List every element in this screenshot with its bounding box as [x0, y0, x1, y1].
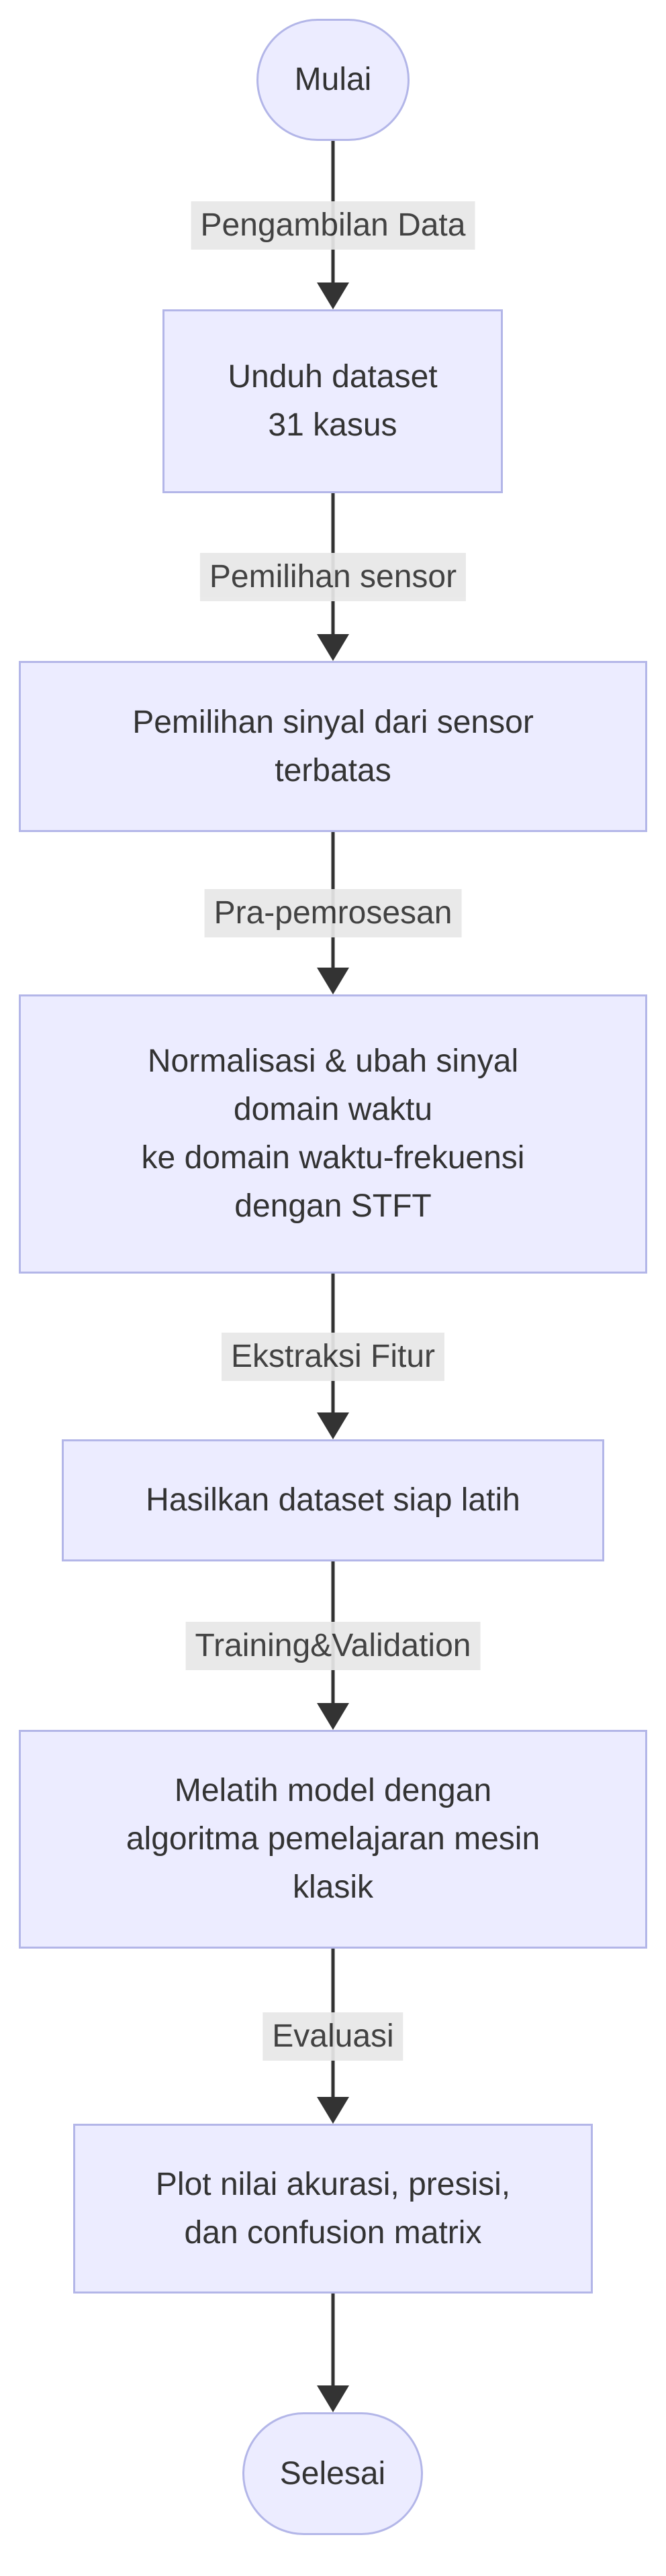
- arrow-down-icon: [317, 2097, 349, 2124]
- flowchart-node-select-signal: Pemilihan sinyal dari sensor terbatas: [19, 661, 647, 832]
- flowchart-node-start: Mulai: [256, 19, 410, 141]
- node-label: Melatih model dengan algoritma pemelajar…: [126, 1773, 540, 1905]
- arrow-down-icon: [317, 282, 349, 309]
- node-label: Unduh dataset 31 kasus: [228, 359, 438, 443]
- edge-label: Evaluasi: [263, 2012, 403, 2061]
- flowchart-edge-training-validation: Training&Validation: [0, 1561, 666, 1730]
- flowchart-node-dataset-ready: Hasilkan dataset siap latih: [62, 1439, 604, 1561]
- node-label: Plot nilai akurasi, presisi, dan confusi…: [155, 2166, 511, 2251]
- node-label: Normalisasi & ubah sinyal domain waktu k…: [141, 1043, 525, 1224]
- edge-label: Pemilihan sensor: [199, 553, 467, 601]
- flowchart-edge-evaluasi: Evaluasi: [0, 1949, 666, 2124]
- flowchart-edge-pra-pemrosesan: Pra-pemrosesan: [0, 832, 666, 994]
- edge-line: [331, 2294, 335, 2393]
- edge-label: Pengambilan Data: [191, 201, 475, 250]
- flowchart-node-end: Selesai: [242, 2412, 423, 2535]
- flowchart-edge-pengambilan-data: Pengambilan Data: [0, 141, 666, 309]
- arrow-down-icon: [317, 968, 349, 994]
- flowchart-node-preprocess-stft: Normalisasi & ubah sinyal domain waktu k…: [19, 994, 647, 1274]
- node-label: Selesai: [279, 2455, 386, 2491]
- flowchart-edge-pemilihan-sensor: Pemilihan sensor: [0, 493, 666, 661]
- node-label: Hasilkan dataset siap latih: [146, 1482, 520, 1518]
- arrow-down-icon: [317, 634, 349, 661]
- flowchart-edge-to-end: [0, 2294, 666, 2412]
- flowchart-node-train-model: Melatih model dengan algoritma pemelajar…: [19, 1730, 647, 1949]
- arrow-down-icon: [317, 1703, 349, 1730]
- edge-label: Ekstraksi Fitur: [221, 1332, 445, 1381]
- flowchart-node-plot-results: Plot nilai akurasi, presisi, dan confusi…: [73, 2124, 593, 2294]
- edge-label: Training&Validation: [185, 1621, 481, 1670]
- node-label: Pemilihan sinyal dari sensor terbatas: [132, 704, 534, 788]
- node-label: Mulai: [294, 62, 372, 97]
- flowchart-edge-ekstraksi-fitur: Ekstraksi Fitur: [0, 1274, 666, 1439]
- edge-label: Pra-pemrosesan: [204, 889, 462, 937]
- arrow-down-icon: [317, 2385, 349, 2412]
- flowchart-node-download-dataset: Unduh dataset 31 kasus: [162, 309, 503, 493]
- arrow-down-icon: [317, 1412, 349, 1439]
